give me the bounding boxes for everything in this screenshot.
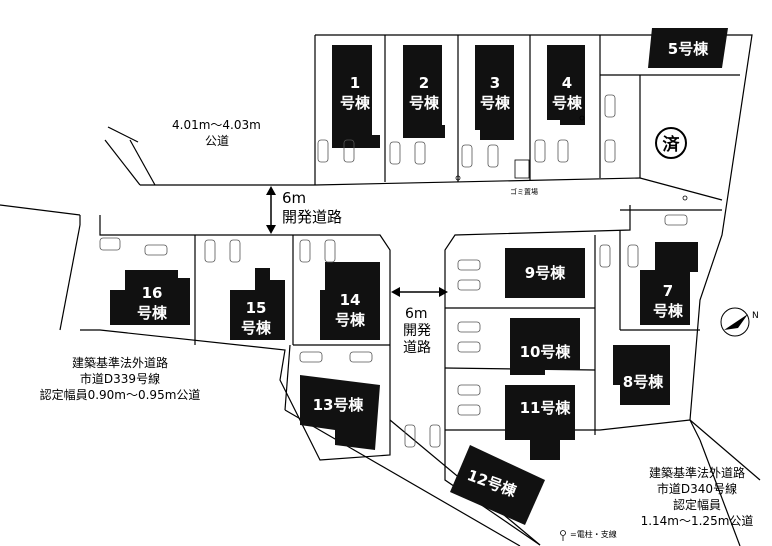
building-8[interactable]: 8号棟: [613, 345, 670, 405]
building-14-number: 14: [340, 291, 361, 309]
building-9-label: 9号棟: [525, 264, 566, 282]
building-3[interactable]: 3 号棟: [475, 45, 514, 140]
building-13[interactable]: 13号棟: [300, 375, 380, 450]
left-road-line-2: 市道D339号線: [80, 371, 160, 386]
sold-marker: 済: [655, 127, 687, 159]
building-7-suffix: 号棟: [653, 302, 684, 320]
garbage-label: ゴミ置場: [510, 187, 538, 196]
building-7[interactable]: 7 号棟: [640, 242, 698, 325]
building-1[interactable]: 1 号棟: [332, 45, 380, 148]
left-road-line-1: 建築基準法外道路: [72, 355, 168, 370]
building-11[interactable]: 11号棟: [505, 385, 575, 460]
building-11-label: 11号棟: [520, 399, 572, 417]
top-road-type: 公道: [205, 134, 229, 148]
building-13-label: 13号棟: [313, 396, 365, 414]
building-3-suffix: 号棟: [480, 94, 511, 112]
building-5-label: 5号棟: [668, 40, 709, 58]
building-16-suffix: 号棟: [137, 304, 168, 322]
building-12[interactable]: 12号棟: [450, 445, 545, 525]
building-9[interactable]: 9号棟: [505, 248, 585, 298]
building-4[interactable]: 4 号棟: [547, 45, 585, 125]
right-road-line-2: 市道D340号線: [657, 481, 737, 496]
building-15[interactable]: 15 号棟: [230, 268, 285, 340]
utility-poles: [455, 115, 688, 201]
building-4-number: 4: [562, 74, 572, 92]
building-1-suffix: 号棟: [340, 94, 371, 112]
building-16[interactable]: 16 号棟: [110, 270, 190, 325]
building-1-number: 1: [350, 74, 360, 92]
building-8-label: 8号棟: [623, 373, 664, 391]
legend: =電柱・支線: [560, 529, 617, 541]
building-7-number: 7: [663, 282, 673, 300]
main-road-width: 6m: [282, 189, 306, 207]
main-road-name: 開発道路: [282, 208, 342, 226]
buildings: 1 号棟 2 号棟 3 号棟 4 号棟 5号棟 7 号棟 8号棟: [110, 28, 728, 525]
building-2-suffix: 号棟: [409, 94, 440, 112]
building-2-number: 2: [419, 74, 429, 92]
building-5[interactable]: 5号棟: [648, 28, 728, 68]
legend-text: =電柱・支線: [570, 529, 617, 539]
right-road-line-3: 認定幅員: [673, 497, 721, 512]
building-14-suffix: 号棟: [335, 311, 366, 329]
building-15-suffix: 号棟: [241, 319, 272, 337]
building-10[interactable]: 10号棟: [510, 318, 580, 375]
mid-road-width: 6m: [405, 306, 428, 322]
garbage-station: ゴミ置場: [510, 159, 538, 196]
mid-road-name-1: 開発: [403, 323, 431, 339]
building-14[interactable]: 14 号棟: [320, 262, 380, 340]
sold-marker-text: 済: [663, 134, 681, 155]
building-4-suffix: 号棟: [552, 94, 583, 112]
right-road-line-4: 1.14m～1.25m公道: [641, 514, 754, 528]
mid-road-name-2: 道路: [403, 340, 431, 356]
building-15-number: 15: [246, 299, 267, 317]
building-16-number: 16: [142, 284, 163, 302]
right-road-line-1: 建築基準法外道路: [649, 465, 745, 480]
north-arrow: N: [720, 307, 759, 337]
north-label: N: [752, 311, 759, 321]
parking-spots: [99, 94, 688, 448]
top-road-width: 4.01m～4.03m: [172, 118, 261, 132]
building-2[interactable]: 2 号棟: [403, 45, 445, 138]
road-labels: 4.01m～4.03m 公道 6m 開発道路 6m 開発 道路 建築基準法外道路…: [40, 118, 754, 528]
left-road-line-3: 認定幅員0.90m～0.95m公道: [40, 387, 201, 402]
building-3-number: 3: [490, 74, 500, 92]
building-10-label: 10号棟: [520, 343, 572, 361]
